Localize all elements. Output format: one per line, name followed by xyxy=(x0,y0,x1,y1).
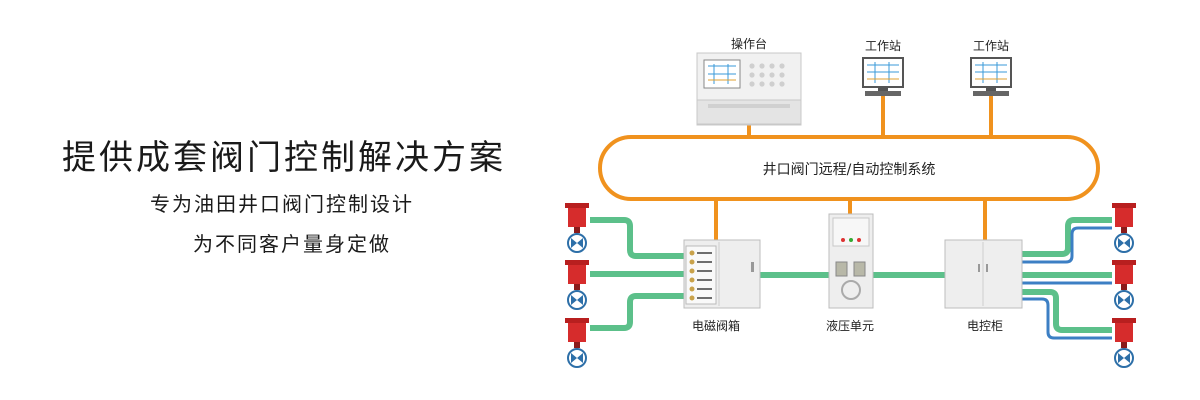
operator-console-label: 操作台 xyxy=(731,36,767,51)
right-valve-2 xyxy=(1112,260,1136,310)
left-hydraulic-lines xyxy=(590,217,686,331)
left-valve-2 xyxy=(565,260,589,310)
headline: 提供成套阀门控制解决方案 xyxy=(62,138,506,178)
electric-control-cabinet-label: 电控柜 xyxy=(967,319,1003,333)
left-valve-1 xyxy=(565,203,589,253)
right-valve-3 xyxy=(1112,318,1136,368)
right-valve-1 xyxy=(1112,203,1136,253)
right-lines xyxy=(1022,217,1112,340)
hydraulic-unit xyxy=(828,213,874,309)
subheadline-1: 专为油田井口阀门控制设计 xyxy=(150,192,414,216)
bus-connectors-bottom xyxy=(714,198,987,240)
bus-label: 井口阀门远程/自动控制系统 xyxy=(763,162,936,178)
system-bus xyxy=(598,135,1100,201)
left-valve-3 xyxy=(565,318,589,368)
operator-console xyxy=(696,52,802,126)
subheadline-2: 为不同客户量身定做 xyxy=(193,232,391,256)
solenoid-valve-box-label: 电磁阀箱 xyxy=(692,318,740,333)
electric-control-cabinet xyxy=(944,239,1023,309)
hydraulic-unit-label: 液压单元 xyxy=(826,318,874,333)
workstation-2-label: 工作站 xyxy=(973,39,1009,53)
workstation-1-label: 工作站 xyxy=(865,39,901,53)
workstation-2 xyxy=(970,57,1012,96)
solenoid-valve-box xyxy=(683,239,761,309)
workstation-1 xyxy=(862,57,904,96)
